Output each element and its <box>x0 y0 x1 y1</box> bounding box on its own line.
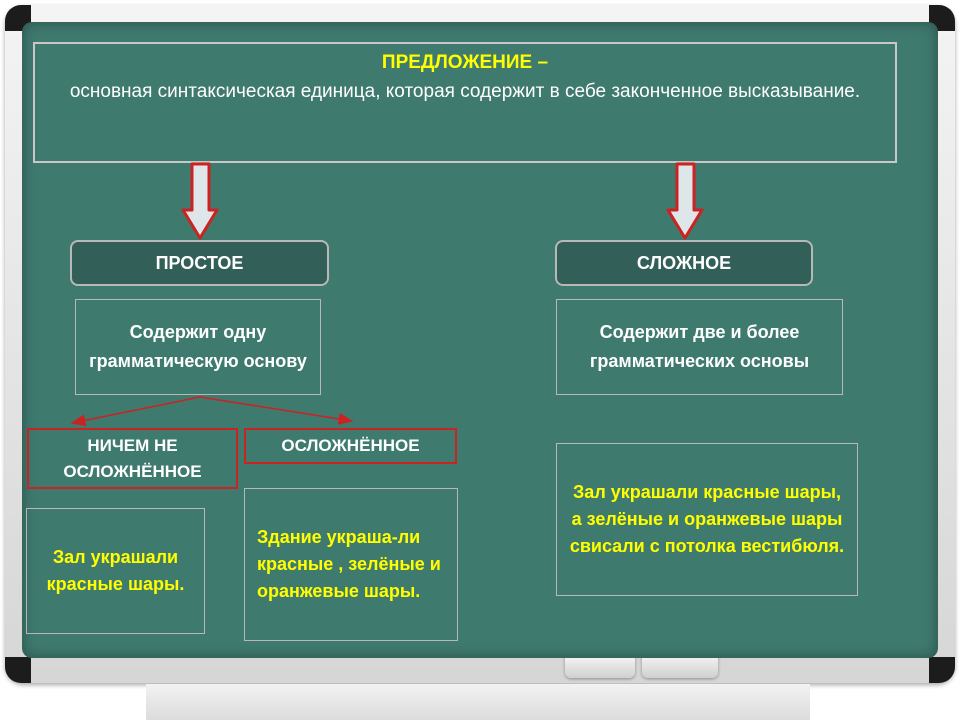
split-arrow-right <box>199 396 354 425</box>
complicated-label: ОСЛОЖНЁННОЕ <box>281 436 420 455</box>
uncomplicated-example: Зал украшали красные шары. <box>46 547 185 594</box>
board-tray <box>146 684 810 720</box>
uncomplicated-example-box: Зал украшали красные шары. <box>26 508 205 634</box>
simple-type-label: ПРОСТОЕ <box>155 252 244 273</box>
simple-description-box: Содержит одну грамматическую основу <box>75 299 321 395</box>
complex-description: Содержит две и более грамматических осно… <box>589 322 810 371</box>
uncomplicated-label: НИЧЕМ НЕ ОСЛОЖНЁННОЕ <box>63 435 202 481</box>
split-arrow-left <box>70 396 201 427</box>
complicated-example-box: Здание украша-ли красные , зелёные и ора… <box>244 488 458 641</box>
simple-description: Содержит одну грамматическую основу <box>89 322 307 371</box>
uncomplicated-box: НИЧЕМ НЕ ОСЛОЖНЁННОЕ <box>27 428 238 489</box>
definition-text: основная синтаксическая единица, которая… <box>69 81 861 102</box>
chalkboard <box>22 22 938 658</box>
definition-title: ПРЕДЛОЖЕНИЕ – <box>381 52 549 73</box>
complicated-example: Здание украша-ли красные , зелёные и ора… <box>257 527 441 601</box>
complex-type-label: СЛОЖНОЕ <box>636 252 732 273</box>
complex-type-box: СЛОЖНОЕ <box>555 240 813 286</box>
down-arrow-simple <box>181 162 219 240</box>
complex-description-box: Содержит две и более грамматических осно… <box>556 299 843 395</box>
complex-example-box: Зал украшали красные шары, а зелёные и о… <box>556 443 858 596</box>
simple-type-box: ПРОСТОЕ <box>70 240 329 286</box>
complex-example: Зал украшали красные шары, а зелёные и о… <box>569 482 845 556</box>
definition-box: ПРЕДЛОЖЕНИЕ – основная синтаксическая ед… <box>33 42 897 163</box>
down-arrow-complex <box>666 162 704 240</box>
frame-corner <box>5 657 31 683</box>
complicated-box: ОСЛОЖНЁННОЕ <box>244 428 457 464</box>
